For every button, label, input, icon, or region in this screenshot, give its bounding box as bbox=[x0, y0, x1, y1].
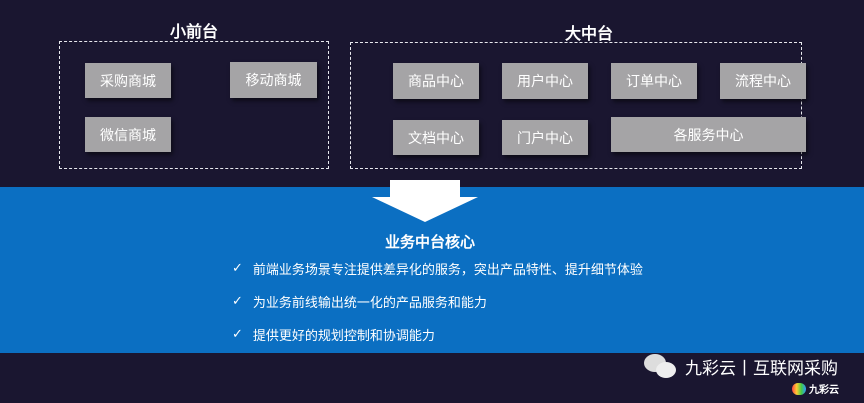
front-item: 采购商城 bbox=[85, 63, 171, 98]
middle-item: 订单中心 bbox=[611, 63, 697, 99]
core-point-text: 提供更好的规划控制和协调能力 bbox=[252, 329, 435, 344]
middle-item: 用户中心 bbox=[502, 63, 588, 99]
middle-title: 大中台 bbox=[565, 24, 614, 43]
middle-item: 流程中心 bbox=[720, 63, 806, 99]
watermark: 九彩云丨互联网采购 bbox=[643, 352, 838, 380]
front-title: 小前台 bbox=[170, 22, 219, 41]
core-point-text: 为业务前线输出统一化的产品服务和能力 bbox=[252, 296, 487, 311]
down-arrow-icon bbox=[372, 180, 478, 222]
logo-icon bbox=[792, 382, 806, 395]
logo-text: 九彩云 bbox=[809, 385, 839, 396]
core-point: ✓ 为业务前线输出统一化的产品服务和能力 bbox=[232, 292, 487, 311]
front-group bbox=[59, 41, 329, 169]
middle-item: 文档中心 bbox=[393, 120, 479, 155]
core-title: 业务中台核心 bbox=[384, 233, 475, 251]
front-item: 微信商城 bbox=[85, 117, 171, 152]
check-icon: ✓ bbox=[232, 294, 243, 309]
front-item: 移动商城 bbox=[230, 62, 317, 98]
middle-item: 各服务中心 bbox=[611, 117, 806, 152]
middle-item: 门户中心 bbox=[502, 120, 588, 155]
core-point: ✓ 前端业务场景专注提供差异化的服务，突出产品特性、提升细节体验 bbox=[232, 259, 643, 278]
wechat-icon bbox=[644, 354, 676, 378]
check-icon: ✓ bbox=[232, 327, 243, 342]
core-point: ✓ 提供更好的规划控制和协调能力 bbox=[232, 325, 435, 344]
watermark-text: 九彩云丨互联网采购 bbox=[685, 358, 838, 379]
middle-group bbox=[350, 42, 802, 169]
core-point-text: 前端业务场景专注提供差异化的服务，突出产品特性、提升细节体验 bbox=[252, 263, 643, 278]
brand-logo: 九彩云 bbox=[792, 381, 839, 396]
check-icon: ✓ bbox=[232, 261, 243, 276]
middle-item: 商品中心 bbox=[393, 63, 479, 99]
